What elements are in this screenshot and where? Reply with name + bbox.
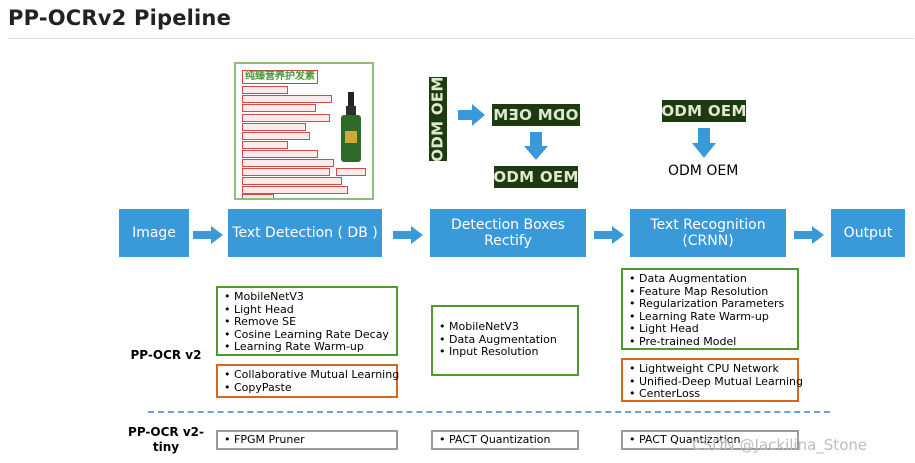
page-title: PP-OCRv2 Pipeline: [8, 6, 232, 30]
stage-recognition-label-line2: (CRNN): [682, 233, 734, 249]
product-bottle-label: [345, 131, 357, 143]
row-label-tiny-line2: tiny: [152, 440, 180, 454]
list-item: Data Augmentation: [627, 272, 793, 286]
rotated-crop-text: ODM OEM: [429, 76, 448, 162]
arrow-down-icon: [524, 132, 548, 160]
rotated-crop-image: ODM OEM: [429, 76, 448, 162]
recognition-output-text: ODM OEM: [668, 163, 739, 179]
row-label-pp-ocr-v2-tiny: PP-OCR v2- tiny: [118, 425, 214, 455]
list-item: CenterLoss: [627, 387, 793, 401]
arrow-down-icon: [692, 128, 716, 158]
detected-text-box: [242, 159, 334, 167]
detection-distillation-list: Collaborative Mutual LearningCopyPaste: [222, 368, 399, 395]
detection-strategies-panel: MobileNetV3Light HeadRemove SECosine Lea…: [216, 286, 398, 356]
recognition-input-image: ODM OEM: [661, 100, 747, 122]
list-item: MobileNetV3: [222, 290, 392, 304]
row-label-pp-ocr-v2: PP-OCR v2: [130, 348, 202, 362]
stage-rectify-label-line1: Detection Boxes: [451, 217, 565, 233]
list-item: Pre-trained Model: [627, 335, 793, 349]
detected-text-box: [242, 123, 306, 131]
stage-text-detection-label: Text Detection ( DB ): [232, 225, 378, 241]
tiny-rectify-panel: PACT Quantization: [431, 430, 579, 450]
recognition-strategies-panel: Data AugmentationFeature Map ResolutionR…: [621, 268, 799, 350]
stage-recognition-label-line1: Text Recognition: [650, 217, 766, 233]
rectify-strategies-list: MobileNetV3Data AugmentationInput Resolu…: [437, 320, 573, 359]
title-divider: [8, 38, 914, 39]
detected-text-box: [242, 132, 310, 140]
detected-text-box: [242, 104, 316, 112]
list-item: CopyPaste: [222, 381, 392, 395]
detected-text-box: [242, 150, 318, 158]
list-item: Collaborative Mutual Learning: [222, 368, 399, 382]
section-divider: [148, 411, 830, 413]
stage-image-label: Image: [132, 225, 176, 241]
list-item: Input Resolution: [437, 345, 573, 359]
tiny-rectify-item: PACT Quantization: [437, 433, 573, 447]
recognition-input-text: ODM OEM: [661, 102, 747, 120]
tiny-detection-item: FPGM Pruner: [222, 433, 392, 447]
stage-rectify-label-line2: Rectify: [484, 233, 532, 249]
detected-text-box: [242, 141, 288, 149]
detection-example-image: 纯臻营养护发素: [234, 62, 374, 200]
rectified-crop-text: ODM OEM: [493, 168, 579, 186]
list-item: Light Head: [627, 322, 793, 336]
stage-text-recognition: Text Recognition (CRNN): [630, 209, 786, 257]
tiny-detection-panel: FPGM Pruner: [216, 430, 398, 450]
stage-output: Output: [831, 209, 905, 257]
arrow-right-icon: [393, 226, 423, 244]
tiny-recognition-item: PACT Quantization: [627, 433, 793, 447]
watermark-text: CSDN @Jackilina_Stone: [692, 436, 868, 454]
detected-text-box: [242, 168, 330, 176]
stage-image: Image: [119, 209, 189, 257]
list-item: Lightweight CPU Network: [627, 362, 793, 376]
flipped-crop-image: ODM OEM: [492, 104, 580, 126]
detection-strategies-list: MobileNetV3Light HeadRemove SECosine Lea…: [222, 290, 392, 354]
stage-text-detection: Text Detection ( DB ): [228, 209, 382, 257]
product-bottle-neck: [346, 106, 356, 116]
rectified-crop-image: ODM OEM: [493, 166, 579, 188]
list-item: MobileNetV3: [437, 320, 573, 334]
list-item: Light Head: [222, 303, 392, 317]
arrow-right-icon: [193, 226, 223, 244]
detected-text-box: [242, 177, 342, 185]
product-bottle: [348, 92, 354, 108]
detection-distillation-panel: Collaborative Mutual LearningCopyPaste: [216, 364, 399, 398]
list-item: Regularization Parameters: [627, 297, 793, 311]
arrow-right-icon: [794, 226, 824, 244]
stage-output-label: Output: [843, 225, 893, 241]
detected-text-box: [242, 186, 348, 194]
list-item: Cosine Learning Rate Decay: [222, 328, 392, 342]
detected-text-box: [336, 168, 366, 176]
stage-detection-boxes-rectify: Detection Boxes Rectify: [430, 209, 586, 257]
recognition-strategies-list: Data AugmentationFeature Map ResolutionR…: [627, 272, 793, 349]
list-item: Learning Rate Warm-up: [627, 310, 793, 324]
rectify-strategies-panel: MobileNetV3Data AugmentationInput Resolu…: [431, 305, 579, 376]
tiny-recognition-panel: PACT Quantization: [621, 430, 799, 450]
list-item: Remove SE: [222, 315, 392, 329]
arrow-right-icon: [594, 226, 624, 244]
recognition-distillation-panel: Lightweight CPU NetworkUnified-Deep Mutu…: [621, 358, 803, 402]
detected-text-box: [242, 194, 274, 198]
list-item: Data Augmentation: [437, 333, 573, 347]
document-header-text: 纯臻营养护发素: [242, 70, 318, 84]
list-item: Unified-Deep Mutual Learning: [627, 375, 803, 389]
detected-text-box: [242, 86, 288, 94]
list-item: Feature Map Resolution: [627, 285, 793, 299]
list-item: Learning Rate Warm-up: [222, 340, 392, 354]
recognition-distillation-list: Lightweight CPU NetworkUnified-Deep Mutu…: [627, 362, 803, 401]
detected-text-box: [242, 95, 332, 103]
flipped-crop-text: ODM OEM: [493, 106, 579, 124]
row-label-tiny-line1: PP-OCR v2-: [128, 425, 204, 439]
detected-text-box: [242, 114, 330, 122]
arrow-right-icon: [458, 104, 485, 126]
